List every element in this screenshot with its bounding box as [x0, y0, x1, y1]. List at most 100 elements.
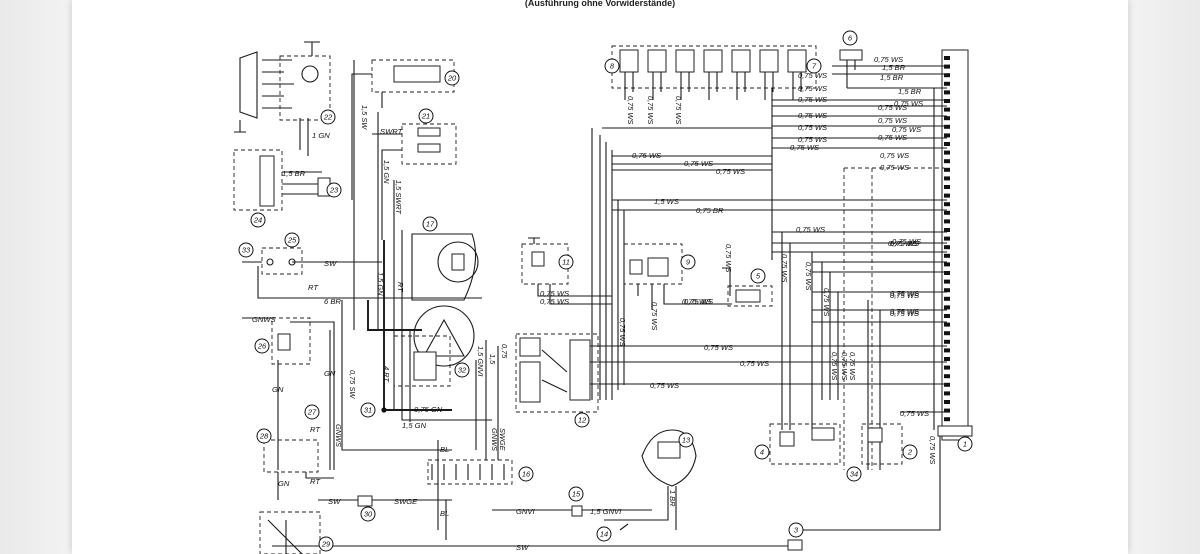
label-15sw: 1,5 SW: [360, 105, 369, 130]
fuse: [787, 49, 807, 73]
label-075ws: 0,75 WS: [796, 225, 825, 234]
label-075ws: 0,75 WS: [890, 307, 919, 316]
strip-pin: [944, 99, 950, 103]
label-swrt: SWRT: [380, 127, 404, 136]
svg-text:9: 9: [686, 258, 691, 267]
label-075ws-vertical: 0,75 WS: [724, 244, 733, 272]
label-075ws: 0,75 WS: [890, 239, 919, 248]
label-075ws: 0,75 WS: [798, 95, 827, 104]
strip-pin: [944, 365, 950, 370]
svg-text:26: 26: [257, 342, 267, 351]
svg-text:1: 1: [963, 440, 967, 449]
label-4rt: 4 RT: [382, 366, 391, 382]
label-strip-wire: 0,75 WS: [892, 125, 921, 134]
svg-text:3: 3: [794, 526, 799, 535]
component-number-26: 26: [254, 338, 270, 354]
strip-pin: [944, 331, 950, 336]
label-075ws: 0,75 WS: [716, 167, 745, 176]
label-strip-wire: 0,75 WS: [874, 55, 903, 64]
strip-pin: [944, 279, 950, 284]
strip-pin: [944, 159, 950, 164]
label-15gn-a: 1,5 GN: [382, 160, 391, 184]
label-075ws: 0,75 WS: [798, 135, 827, 144]
relay-9: [623, 243, 732, 310]
plug-3: [787, 539, 803, 551]
label-075ws-vertical: 0,75 WS: [840, 352, 849, 380]
label-gn-a: GN: [324, 369, 336, 378]
label-strip-wire: 0,75 WS: [890, 309, 919, 318]
component-number-3: 3: [788, 522, 804, 538]
label-075ws-vertical: 0,75 WS: [674, 96, 683, 124]
strip-pin: [944, 296, 950, 301]
component-number-4: 4: [754, 444, 770, 460]
label-strip-wire: 0,75 WS: [888, 239, 917, 248]
label-gnws-b: GNWS: [334, 424, 343, 447]
label-strip-wire: 0,75 WS: [878, 103, 907, 112]
component-number-33: 33: [238, 242, 254, 258]
svg-text:29: 29: [321, 540, 331, 549]
label-15-vert: 1,5: [488, 354, 497, 365]
fuse: [675, 49, 695, 73]
strip-pin: [944, 90, 950, 95]
plug-6: [839, 49, 863, 88]
strip-pin: [944, 133, 950, 138]
component-number-27: 27: [304, 404, 320, 420]
strip-pin: [944, 245, 950, 250]
label-075ws: 0,75 WS: [650, 381, 679, 390]
label-strip-wire: 0,75 WS: [892, 237, 921, 246]
strip-pin: [944, 374, 950, 379]
headlight-switch-22: [234, 41, 331, 156]
component-number-5: 5: [750, 268, 766, 284]
component-number-30: 30: [360, 506, 376, 522]
strip-pin: [944, 236, 950, 241]
label-gnws-c: GNWS: [490, 428, 499, 451]
component-number-16: 16: [518, 466, 534, 482]
strip-pin: [944, 417, 950, 422]
strip-pin: [944, 305, 950, 310]
horn-33-25: [242, 247, 482, 319]
label-strip-wire: 1,5 BR: [882, 63, 906, 72]
strip-pin: [944, 322, 950, 327]
strip-pin: [944, 73, 950, 78]
label-swge-30: SWGE: [394, 497, 418, 506]
strip-pin: [944, 150, 950, 155]
svg-text:5: 5: [756, 272, 761, 281]
strip-pin: [944, 253, 950, 258]
relay-2: [861, 423, 903, 465]
strip-pin: [944, 228, 950, 232]
component-number-21: 21: [418, 108, 434, 124]
label-075ws: 0,75 WS: [540, 297, 569, 306]
label-gnws: GNWS: [252, 315, 276, 324]
label-bl-b: BL: [440, 509, 449, 518]
component-number-12: 12: [574, 412, 590, 428]
strip-pin: [944, 288, 950, 293]
svg-text:7: 7: [812, 62, 817, 71]
label-strip-wire: 0,75 WS: [894, 99, 923, 108]
label-rt-28: RT: [310, 477, 321, 486]
component-number-31: 31: [360, 402, 376, 418]
unit-24: [233, 149, 326, 211]
label-15gnvi: 1,5 GNVI: [476, 346, 485, 376]
switch-29: [259, 511, 321, 554]
component-number-15: 15: [568, 486, 584, 502]
label-075ws-vertical: 0,75 WS: [822, 288, 831, 316]
strip-pin: [944, 400, 950, 404]
fuse: [647, 49, 667, 73]
svg-text:17: 17: [426, 220, 435, 229]
label-075sw: 0,75 SW: [348, 370, 357, 399]
motor-17: [411, 233, 479, 301]
label-rt-27: RT: [310, 425, 321, 434]
schematic-page: (Ausführung ohne Vorwiderstände): [72, 0, 1128, 554]
label-075ws: 0,75 WS: [540, 289, 569, 298]
label-075ws-vertical: 0,75 WS: [830, 352, 839, 380]
label-075ws: 0,75 WS: [684, 159, 713, 168]
fuse: [703, 49, 723, 73]
label-15gn-c: 1,5 GN: [402, 421, 427, 430]
label-075ws-vertical: 0,75 WS: [848, 352, 857, 380]
label-strip-wire: 0,75 WS: [890, 291, 919, 300]
label-strip-wire: 0,75 WS: [880, 163, 909, 172]
fuse: [759, 49, 779, 73]
label-1gn: 1 GN: [312, 131, 330, 140]
svg-text:8: 8: [610, 62, 615, 71]
